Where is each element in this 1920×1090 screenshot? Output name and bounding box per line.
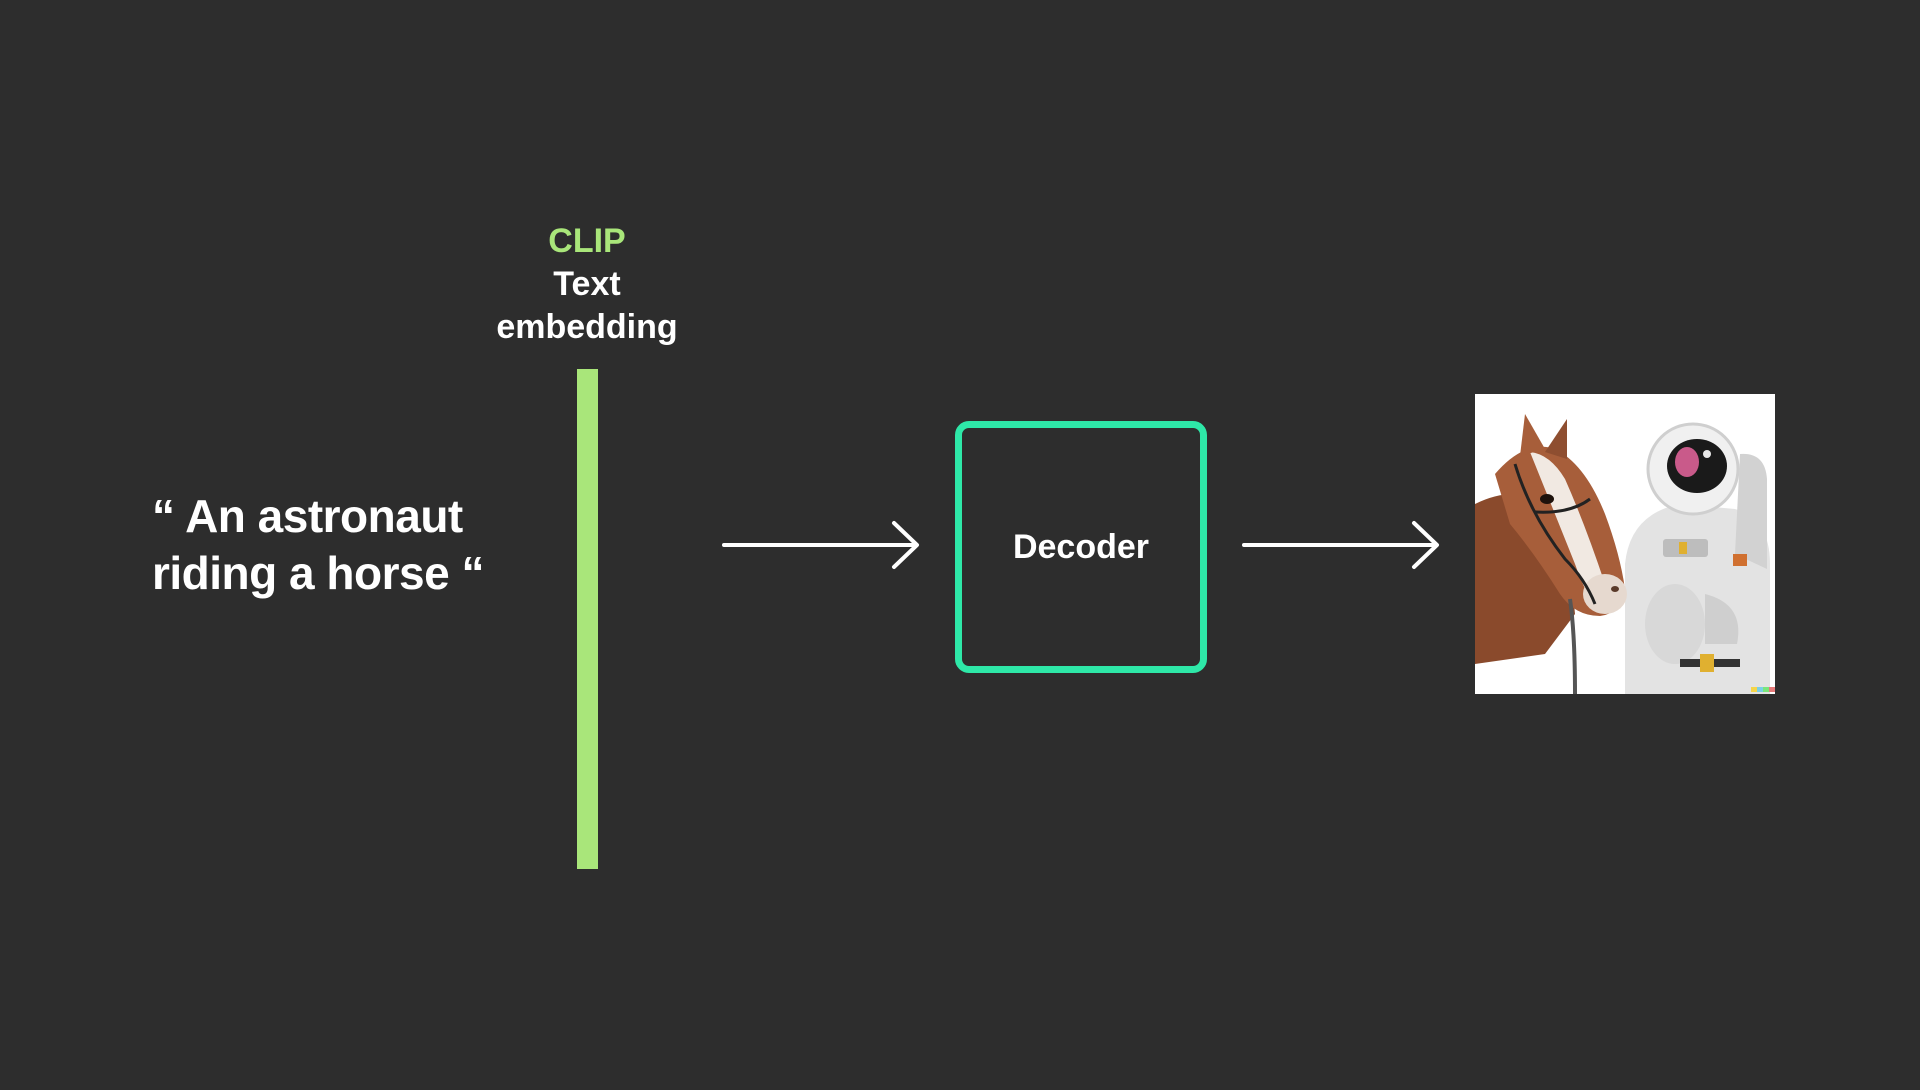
arrow-right-icon xyxy=(722,521,919,569)
clip-title: CLIP xyxy=(548,222,626,260)
clip-label-line-1: Text xyxy=(553,265,621,303)
generated-image xyxy=(1475,394,1775,694)
clip-label-line-2: embedding xyxy=(496,308,678,346)
arrow-right-icon xyxy=(1242,521,1439,569)
text-embedding-bar xyxy=(577,369,598,869)
prompt-line-2: riding a horse “ xyxy=(152,547,484,599)
decoder-label: Decoder xyxy=(1012,527,1150,566)
clip-text-embedding-label: CLIP Text embedding xyxy=(437,220,737,349)
prompt-line-1: “ An astronaut xyxy=(152,490,463,542)
text-prompt: “ An astronaut riding a horse “ xyxy=(152,488,572,602)
horse-astronaut-illustration xyxy=(1475,394,1775,694)
decoder-block: Decoder xyxy=(955,421,1207,673)
